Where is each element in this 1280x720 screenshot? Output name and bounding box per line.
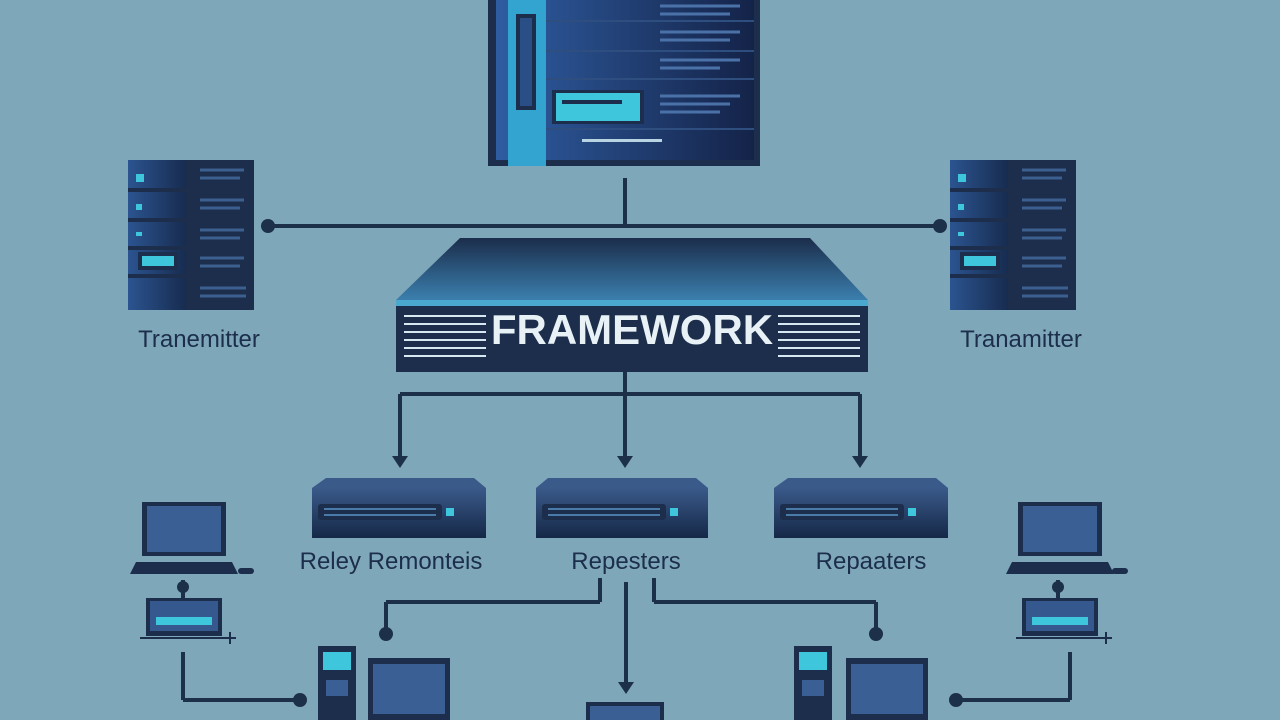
laptop-right <box>1006 502 1128 644</box>
repeater-device-left <box>312 478 486 538</box>
workstation-left <box>318 646 450 720</box>
framework-label: FRAMEWORK <box>490 306 774 353</box>
connection-lines <box>181 178 1072 702</box>
workstation-right <box>794 646 928 720</box>
repeater-device-middle <box>536 478 708 538</box>
laptop-left <box>130 502 254 644</box>
middle-repeater-label: Repesters <box>571 548 681 575</box>
main-server-display <box>488 0 760 166</box>
right-transmitter-label: Tranamitter <box>960 326 1082 353</box>
right-repeater-label: Repaaters <box>815 548 927 575</box>
connector-dots <box>177 219 1064 707</box>
right-transmitter-rack <box>950 160 1076 310</box>
left-transmitter-rack <box>128 160 254 310</box>
left-repeater-label: Reley Remonteis <box>299 548 483 575</box>
framework-device <box>396 238 868 372</box>
workstation-center <box>586 702 664 720</box>
repeater-device-right <box>774 478 948 538</box>
left-transmitter-label: Tranemitter <box>138 326 260 353</box>
